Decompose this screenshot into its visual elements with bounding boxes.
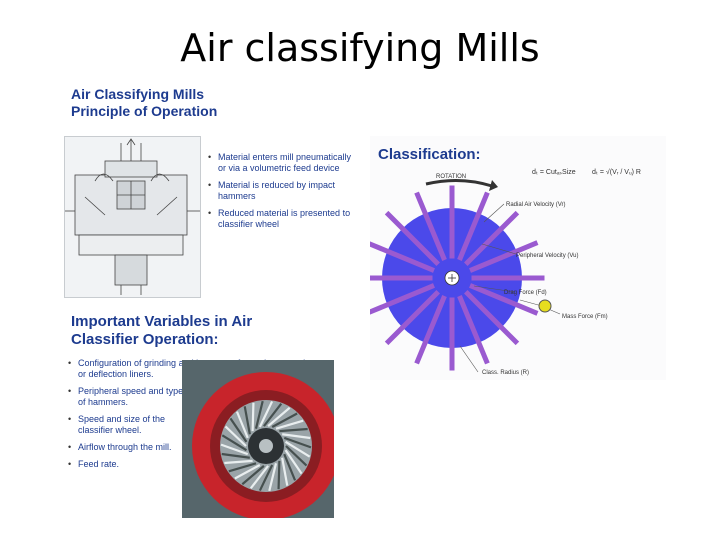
classifier-vane bbox=[283, 453, 297, 481]
rotation-label: ROTATION bbox=[436, 174, 466, 180]
mill-drawing-svg bbox=[65, 138, 200, 295]
classifier-vane bbox=[263, 402, 283, 427]
drag-force-label: Drag Force (Fd) bbox=[504, 290, 547, 296]
classifier-vane bbox=[271, 412, 298, 428]
particle bbox=[538, 299, 552, 313]
variables-bullet: Feed rate. bbox=[66, 459, 190, 470]
principle-bullet: Reduced material is presented to classif… bbox=[206, 208, 356, 230]
classifier-vane bbox=[221, 434, 248, 452]
classifier-vane bbox=[235, 411, 249, 439]
classifier-vane bbox=[267, 406, 291, 427]
classifier-vane bbox=[277, 460, 281, 490]
principle-heading-line-2: Principle of Operation bbox=[71, 103, 218, 119]
classifier-blade bbox=[384, 210, 440, 266]
classifier-vanes bbox=[220, 400, 312, 492]
classifier-vane bbox=[285, 445, 308, 467]
classifier-vane bbox=[249, 465, 269, 490]
classifier-blade bbox=[464, 290, 520, 346]
variables-heading: Important Variables in Air Classifier Op… bbox=[71, 313, 252, 349]
variables-heading-line-1: Important Variables in Air bbox=[71, 313, 253, 330]
classifier-blade bbox=[469, 283, 539, 316]
classifier-blade bbox=[469, 240, 539, 273]
classification-wheel-svg: ROTATION Radial Air Velocity (Vr) Periph… bbox=[370, 174, 608, 376]
diameter-formula: dₜ = √(Vᵣ / Vᵤ) R bbox=[592, 169, 641, 176]
classifier-vane bbox=[279, 427, 308, 433]
classification-diagram: Classification: dₜ = CutₐₛSize dₜ = √(Vᵣ… bbox=[370, 136, 666, 380]
classifier-blade bbox=[464, 210, 520, 266]
classifier-vane bbox=[284, 449, 303, 475]
slide-title: Air classifying Mills bbox=[180, 26, 540, 70]
rotation-arrowhead bbox=[489, 180, 498, 191]
classifier-vane bbox=[234, 464, 261, 480]
classifier-blade bbox=[457, 295, 490, 365]
classifier-vane bbox=[241, 465, 265, 486]
principle-bullet-list: Material enters mill pneumatically or vi… bbox=[206, 152, 356, 236]
classifier-vane bbox=[251, 402, 255, 432]
classifier-vane bbox=[284, 440, 311, 458]
classifier-vane bbox=[282, 433, 311, 440]
cut-size-formula: dₜ = CutₐₛSize bbox=[532, 169, 576, 176]
variables-heading-line-2: Classifier Operation: bbox=[71, 331, 219, 348]
classifier-vane bbox=[224, 459, 253, 465]
principle-heading-line-1: Air Classifying Mills bbox=[71, 86, 205, 102]
classifier-vane bbox=[258, 464, 274, 492]
variables-bullet: Speed and size of the classifier wheel. bbox=[66, 414, 190, 436]
classifier-blade bbox=[370, 283, 435, 315]
classifier-vane bbox=[228, 462, 257, 473]
classifier-vane bbox=[283, 436, 312, 449]
classifier-vane bbox=[268, 463, 278, 492]
principle-bullet: Material enters mill pneumatically or vi… bbox=[206, 152, 356, 174]
classifier-vane bbox=[224, 425, 247, 447]
rotation-arrow bbox=[425, 178, 493, 188]
mill-cross-section-drawing bbox=[64, 136, 201, 298]
variables-bullet: Airflow through the mill. bbox=[66, 442, 190, 453]
classifier-vane bbox=[220, 443, 249, 456]
classifier-blade bbox=[384, 290, 440, 346]
classification-title: Classification: bbox=[378, 146, 481, 163]
principle-heading: Air Classifying Mills Principle of Opera… bbox=[71, 86, 217, 120]
classifier-vane bbox=[243, 406, 251, 435]
classifier-blade bbox=[370, 241, 435, 273]
classifier-blade bbox=[414, 191, 447, 261]
classifier-vane bbox=[275, 419, 304, 430]
classifier-blades bbox=[370, 185, 545, 371]
classifier-blade bbox=[414, 295, 447, 365]
slide-image: Air Classifying Mills Principle of Opera… bbox=[64, 80, 666, 525]
classifier-vane bbox=[254, 400, 264, 429]
classifier-photo-svg bbox=[182, 360, 334, 518]
mass-force-label: Mass Force (Fm) bbox=[562, 314, 608, 320]
class-radius-label: Class. Radius (R) bbox=[482, 370, 529, 376]
classifier-vane bbox=[229, 417, 248, 443]
variables-bullet: Peripheral speed and type of hammers. bbox=[66, 386, 190, 408]
principle-bullet: Material is reduced by impact hammers bbox=[206, 180, 356, 202]
classifier-vane bbox=[258, 400, 274, 428]
radial-velocity-label: Radial Air Velocity (Vr) bbox=[506, 202, 565, 208]
classifier-wheel-photo bbox=[182, 360, 334, 518]
classifier-vane bbox=[281, 457, 289, 486]
classifier-vane bbox=[221, 452, 250, 459]
peripheral-velocity-label: Peripheral Velocity (Vu) bbox=[516, 253, 578, 259]
classifier-blade bbox=[457, 191, 490, 261]
